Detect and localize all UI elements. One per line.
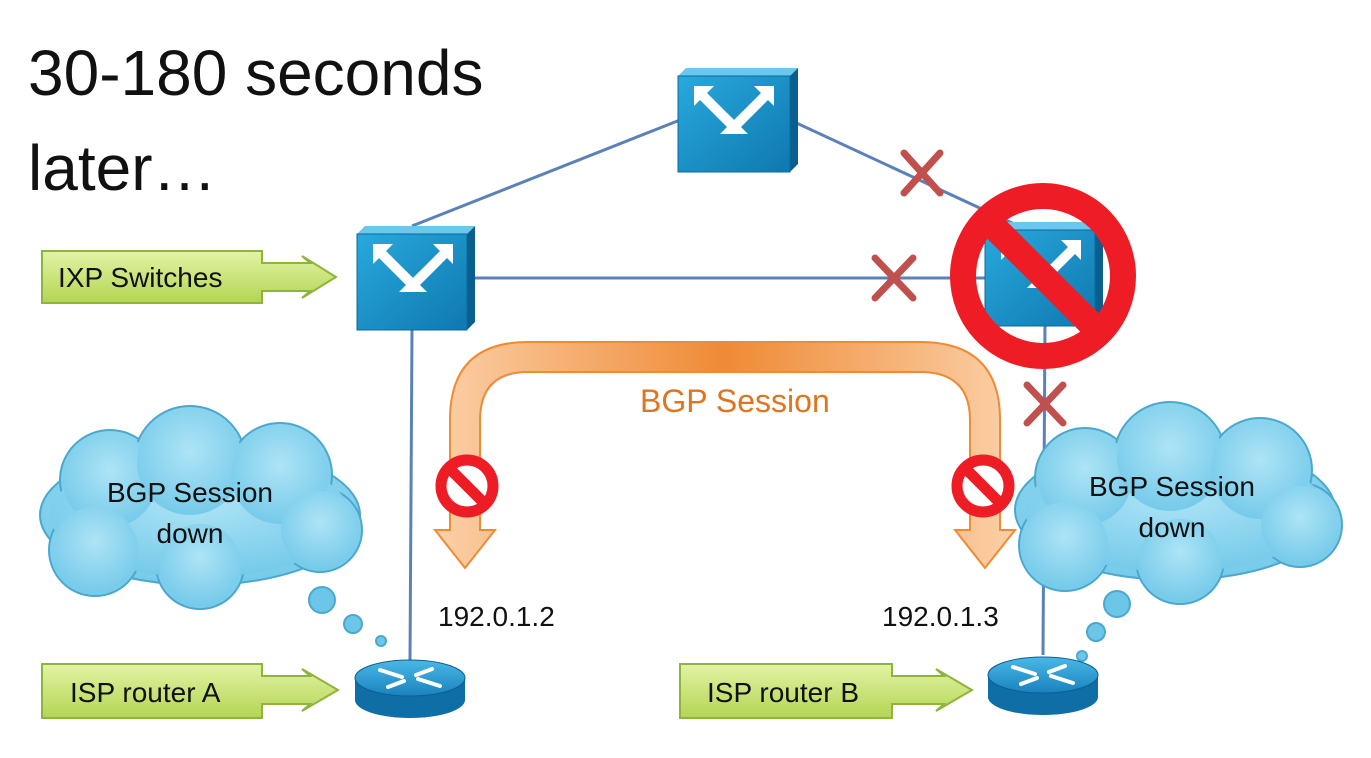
left-cloud-line-1: BGP Session <box>107 477 273 508</box>
prohibited-icon <box>435 454 499 518</box>
ip-address-router-b: 192.0.1.3 <box>882 601 999 632</box>
thought-cloud-icon <box>39 405 387 647</box>
prohibited-icon <box>951 454 1015 518</box>
isp-router-icon <box>354 659 466 718</box>
link-broken-icon <box>871 254 917 302</box>
left-cloud-line-2: down <box>157 518 224 549</box>
ixp-switches-callout: IXP Switches <box>41 250 338 304</box>
right-cloud-line-1: BGP Session <box>1089 471 1255 502</box>
router-b-callout: ISP router B <box>679 663 974 719</box>
router-a-callout: ISP router A <box>41 663 340 719</box>
link-switch-router-a <box>408 329 414 661</box>
ixp-switches-label: IXP Switches <box>58 262 222 293</box>
isp-router-icon <box>987 656 1099 715</box>
router-b-label: ISP router B <box>707 677 859 708</box>
ip-address-router-a: 192.0.1.2 <box>438 601 555 632</box>
bgp-session-label: BGP Session <box>640 383 830 419</box>
bgp-session-arrow <box>432 341 1018 570</box>
slide-title-line-1: 30-180 seconds <box>28 37 483 109</box>
ixp-switch-icon <box>356 226 475 331</box>
link-broken-icon <box>1023 381 1067 427</box>
slide-title-line-2: later… <box>28 132 217 204</box>
prohibited-icon <box>950 183 1136 369</box>
link-broken-icon <box>900 149 944 197</box>
link-left-top <box>411 118 681 228</box>
right-cloud-line-2: down <box>1139 512 1206 543</box>
thought-cloud-icon <box>1014 401 1343 662</box>
ixp-switch-icon <box>677 68 798 173</box>
router-a-label: ISP router A <box>70 677 221 708</box>
